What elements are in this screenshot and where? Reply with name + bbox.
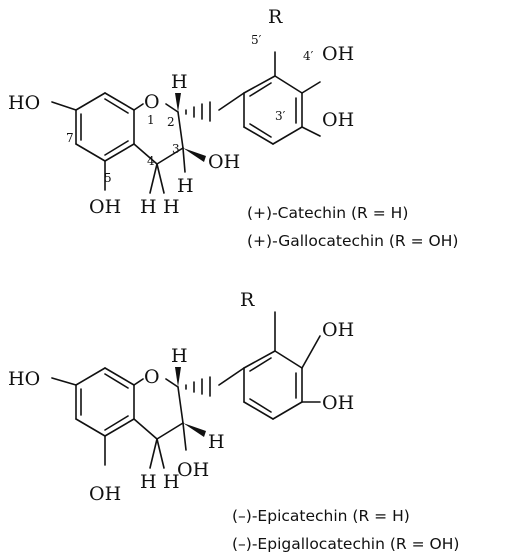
c2-hashed-bond xyxy=(185,101,211,122)
oh-5-label-bottom: OH xyxy=(89,483,121,505)
h-4b-label-bottom: H xyxy=(163,471,180,493)
h-2-label-bottom: H xyxy=(171,345,188,367)
r-group-label-bottom: R xyxy=(240,289,255,311)
h-4b-label: H xyxy=(163,196,180,218)
ho-7-label: HO xyxy=(8,92,40,114)
oh-3prime-label: OH xyxy=(322,109,354,131)
position-5: 5 xyxy=(104,171,112,185)
oh-4prime-label: OH xyxy=(322,43,354,65)
ring-oxygen-label-bottom: O xyxy=(144,366,160,388)
oh-4prime-label-bottom: OH xyxy=(322,319,354,341)
position-5prime: 5′ xyxy=(251,33,262,47)
c-ring-bottom xyxy=(133,378,184,440)
c2-hashed-bond-bottom xyxy=(185,376,211,397)
caption-epigallocatechin: (–)-Epigallocatechin (R = OH) xyxy=(232,535,459,553)
position-4: 4 xyxy=(147,154,155,168)
h-3-label-bottom: H xyxy=(208,431,225,453)
oh-5-label: OH xyxy=(89,196,121,218)
position-4prime: 4′ xyxy=(303,49,314,63)
oh-3prime-label-bottom: OH xyxy=(322,392,354,414)
epicatechin-structure: R OH OH HO O H H OH OH H H (–)-Epicatech… xyxy=(8,289,459,553)
a-ring-bottom xyxy=(75,367,135,437)
ho-7-label-bottom: HO xyxy=(8,368,40,390)
position-3: 3 xyxy=(172,142,180,156)
h-2-label: H xyxy=(171,71,188,93)
b-ring xyxy=(218,51,321,145)
b-ring-bottom xyxy=(218,311,321,420)
r-group-label: R xyxy=(268,6,283,28)
oh-3-label-bottom: OH xyxy=(177,459,209,481)
h-4a-label: H xyxy=(140,196,157,218)
oh-3-label: OH xyxy=(208,151,240,173)
h-4a-label-bottom: H xyxy=(140,471,157,493)
position-7: 7 xyxy=(66,131,74,145)
c-ring xyxy=(133,103,184,165)
caption-catechin: (+)-Catechin (R = H) xyxy=(247,204,408,222)
position-1: 1 xyxy=(147,113,155,127)
position-2: 2 xyxy=(167,115,175,129)
catechin-structure: R OH OH HO O H OH H OH H H 5′ 4′ 3′ 1 2 … xyxy=(8,6,458,250)
caption-epicatechin: (–)-Epicatechin (R = H) xyxy=(232,507,410,525)
ring-oxygen-label: O xyxy=(144,91,160,113)
a-ring xyxy=(75,92,135,162)
h-3-label: H xyxy=(177,175,194,197)
caption-gallocatechin: (+)-Gallocatechin (R = OH) xyxy=(247,232,458,250)
position-3prime: 3′ xyxy=(275,109,286,123)
